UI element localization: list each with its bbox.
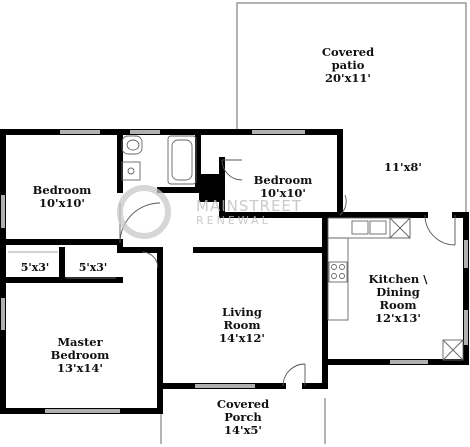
bathroom-fixtures	[121, 135, 197, 185]
watermark-logo-icon	[117, 185, 171, 239]
doors	[119, 159, 456, 387]
room-label-porch: Covered Porch 14'x5'	[217, 398, 269, 437]
watermark-line2: RENEWAL	[196, 214, 271, 227]
room-size: 14'x5'	[224, 423, 262, 437]
watermark: MAINSTREET RENEWAL	[196, 198, 302, 227]
room-label-closet-b: 5'x3'	[79, 261, 108, 274]
kitchen-fixtures	[327, 217, 464, 361]
room-name: Room	[223, 318, 261, 332]
room-label-outdoor: 11'x8'	[384, 161, 422, 174]
room-label-closet-a: 5'x3'	[21, 261, 50, 274]
patio-outline	[236, 2, 467, 212]
room-size: 5'x3'	[78, 261, 108, 274]
room-label-bedroom-left: Bedroom 10'x10'	[33, 184, 92, 210]
room-name: Porch	[224, 410, 262, 424]
room-name: Master	[57, 335, 103, 349]
room-size: 20'x11'	[325, 71, 371, 85]
room-label-master: Master Bedroom 13'x14'	[51, 336, 110, 375]
watermark-line1: MAINSTREET	[196, 197, 303, 215]
room-size: 12'x13'	[375, 311, 421, 325]
room-name: Bedroom	[32, 183, 92, 197]
room-size: 10'x10'	[260, 186, 306, 200]
porch-outline	[160, 398, 326, 444]
room-name: Dining	[376, 285, 420, 299]
chimney-chase	[199, 174, 221, 202]
room-size: 13'x14'	[57, 361, 103, 375]
room-name: Room	[379, 298, 417, 312]
room-name: Bedroom	[50, 348, 110, 362]
closet-rods	[8, 251, 116, 279]
room-name: Living	[222, 305, 262, 319]
room-size: 10'x10'	[39, 196, 85, 210]
room-label-bedroom-mid: Bedroom 10'x10'	[254, 174, 313, 200]
room-size: 11'x8'	[384, 160, 422, 174]
room-name: Kitchen \	[368, 272, 428, 286]
room-name: Covered	[216, 397, 270, 411]
room-size: 5'x3'	[20, 261, 50, 274]
room-name: Covered	[321, 45, 375, 59]
room-name: Bedroom	[253, 173, 313, 187]
room-size: 14'x12'	[219, 331, 265, 345]
windows	[1, 130, 468, 413]
room-label-living: Living Room 14'x12'	[219, 306, 265, 345]
room-name: patio	[331, 58, 365, 72]
room-label-patio: Covered patio 20'x11'	[322, 46, 374, 85]
room-label-kitchen: Kitchen \ Dining Room 12'x13'	[369, 273, 428, 325]
